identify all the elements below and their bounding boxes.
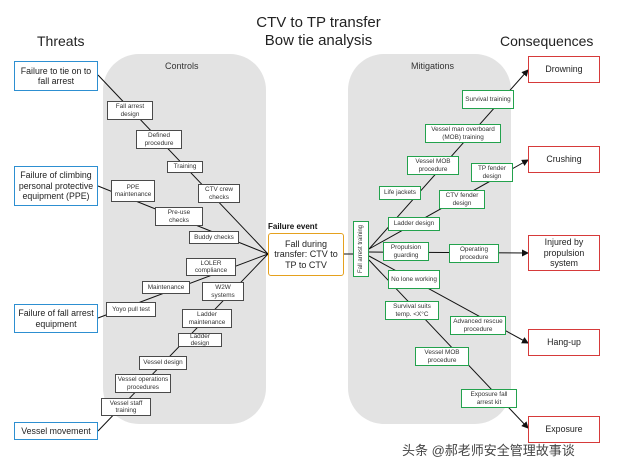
mitigation-label: Survival training xyxy=(465,95,511,103)
mitigation-label: Survival suits temp. <X°C xyxy=(393,303,431,318)
control-label: Maintenance xyxy=(147,283,185,291)
control-label: Training xyxy=(173,163,197,171)
failure-event-label: Failure event xyxy=(268,222,318,231)
control-label: Fall arrest design xyxy=(115,103,145,118)
mitigation-label: Vessel man overboard (MOB) training xyxy=(431,126,495,141)
mitigation-label: Vessel MOB procedure xyxy=(415,158,451,173)
mitigation-box: Life jackets xyxy=(379,186,421,200)
consequence-label: Injured by propulsion system xyxy=(543,237,585,269)
title-line-2: Bow tie analysis xyxy=(264,32,373,49)
consequence-box: Crushing xyxy=(528,146,600,173)
mitigations-panel xyxy=(348,54,511,424)
mitigation-box: Exposure fall arrest kit xyxy=(461,389,517,408)
mitigation-label: Exposure fall arrest kit xyxy=(470,391,508,406)
controls-heading: Controls xyxy=(165,61,199,71)
consequence-box: Injured by propulsion system xyxy=(528,235,600,271)
mitigation-label: Advanced rescue procedure xyxy=(453,318,503,333)
control-label: Ladder design xyxy=(190,332,210,347)
vertical-mitigation-label: Fall arrest training xyxy=(358,224,364,274)
control-box: Ladder maintenance xyxy=(182,309,232,328)
threat-label: Failure of fall arrest equipment xyxy=(18,308,94,329)
mitigation-box: No lone working xyxy=(388,270,440,289)
mitigation-box: Vessel man overboard (MOB) training xyxy=(425,124,501,143)
consequence-box: Exposure xyxy=(528,416,600,443)
failure-event-text: Fall during transfer: CTV to TP to CTV xyxy=(274,238,338,270)
mitigation-label: Vessel MOB procedure xyxy=(424,349,460,364)
control-box: PPE maintenance xyxy=(111,180,155,202)
threat-label: Failure to tie on to fall arrest xyxy=(20,65,92,87)
mitigation-label: Life jackets xyxy=(384,189,416,197)
threat-label: Vessel movement xyxy=(21,425,91,436)
mitigation-label: Operating procedure xyxy=(459,246,489,261)
control-box: Training xyxy=(167,161,203,173)
mitigation-box: Survival training xyxy=(462,90,514,109)
control-box: Vessel staff training xyxy=(101,398,151,416)
mitigation-box: TP fender design xyxy=(471,163,513,182)
failure-event-box: Fall during transfer: CTV to TP to CTV xyxy=(268,233,344,276)
mitigation-box: CTV fender design xyxy=(439,190,485,209)
control-label: PPE maintenance xyxy=(114,183,152,198)
watermark-text: 头条 @郝老师安全管理故事谈 xyxy=(402,443,575,458)
consequence-box: Drowning xyxy=(528,56,600,83)
mitigation-box: Operating procedure xyxy=(449,244,499,263)
control-box: Ladder design xyxy=(178,333,222,347)
consequence-box: Hang-up xyxy=(528,329,600,356)
mitigation-label: Ladder design xyxy=(393,220,435,228)
diagram-title: CTV to TP transfer Bow tie analysis xyxy=(200,14,437,50)
mitigation-label: No lone working xyxy=(391,275,437,283)
control-box: Vessel design xyxy=(139,356,187,370)
mitigation-box: Vessel MOB procedure xyxy=(415,347,469,366)
control-label: Vessel staff training xyxy=(109,399,143,414)
mitigation-box: Propulsion guarding xyxy=(383,242,429,261)
threat-box: Vessel movement xyxy=(14,422,98,440)
mitigations-heading: Mitigations xyxy=(411,61,455,71)
control-box: W2W systems xyxy=(202,282,244,301)
consequences-heading: Consequences xyxy=(500,33,594,49)
threat-box: Failure of climbing personal protective … xyxy=(14,166,98,206)
consequence-label: Hang-up xyxy=(547,337,581,348)
threats-heading: Threats xyxy=(37,33,85,49)
control-box: Yoyo pull test xyxy=(106,302,156,317)
mitigation-label: CTV fender design xyxy=(445,192,479,207)
control-box: CTV crew checks xyxy=(198,184,240,203)
mitigation-box: Survival suits temp. <X°C xyxy=(385,301,439,320)
threat-label: Failure of climbing personal protective … xyxy=(18,170,94,202)
control-label: Defined procedure xyxy=(144,132,174,147)
consequence-label: Exposure xyxy=(545,424,583,435)
control-box: Pre-use checks xyxy=(155,207,203,226)
mitigation-label: Propulsion guarding xyxy=(390,244,422,259)
control-label: Vessel design xyxy=(143,359,183,367)
control-box: Defined procedure xyxy=(136,130,182,149)
mitigation-label: TP fender design xyxy=(478,165,506,180)
mitigation-box: Vessel MOB procedure xyxy=(407,156,459,175)
control-label: W2W systems xyxy=(211,284,235,299)
control-label: Vessel operations procedures xyxy=(117,376,169,391)
threat-box: Failure to tie on to fall arrest xyxy=(14,61,98,91)
mitigation-box: Advanced rescue procedure xyxy=(450,316,506,335)
control-label: Buddy checks xyxy=(194,233,234,241)
consequence-label: Crushing xyxy=(546,154,582,165)
control-label: Ladder maintenance xyxy=(188,311,226,326)
threat-box: Failure of fall arrest equipment xyxy=(14,304,98,333)
control-label: CTV crew checks xyxy=(204,186,234,201)
control-box: Fall arrest design xyxy=(107,101,153,120)
vertical-mitigation-box: Fall arrest training xyxy=(353,221,369,277)
control-box: Maintenance xyxy=(142,281,190,294)
control-label: LOLER compliance xyxy=(194,259,228,274)
title-line-1: CTV to TP transfer xyxy=(256,14,381,31)
mitigation-box: Ladder design xyxy=(388,217,440,231)
control-label: Yoyo pull test xyxy=(112,305,150,313)
control-box: Buddy checks xyxy=(189,231,239,244)
consequence-label: Drowning xyxy=(545,64,583,75)
control-box: LOLER compliance xyxy=(186,258,236,276)
control-box: Vessel operations procedures xyxy=(115,374,171,393)
control-label: Pre-use checks xyxy=(167,209,191,224)
